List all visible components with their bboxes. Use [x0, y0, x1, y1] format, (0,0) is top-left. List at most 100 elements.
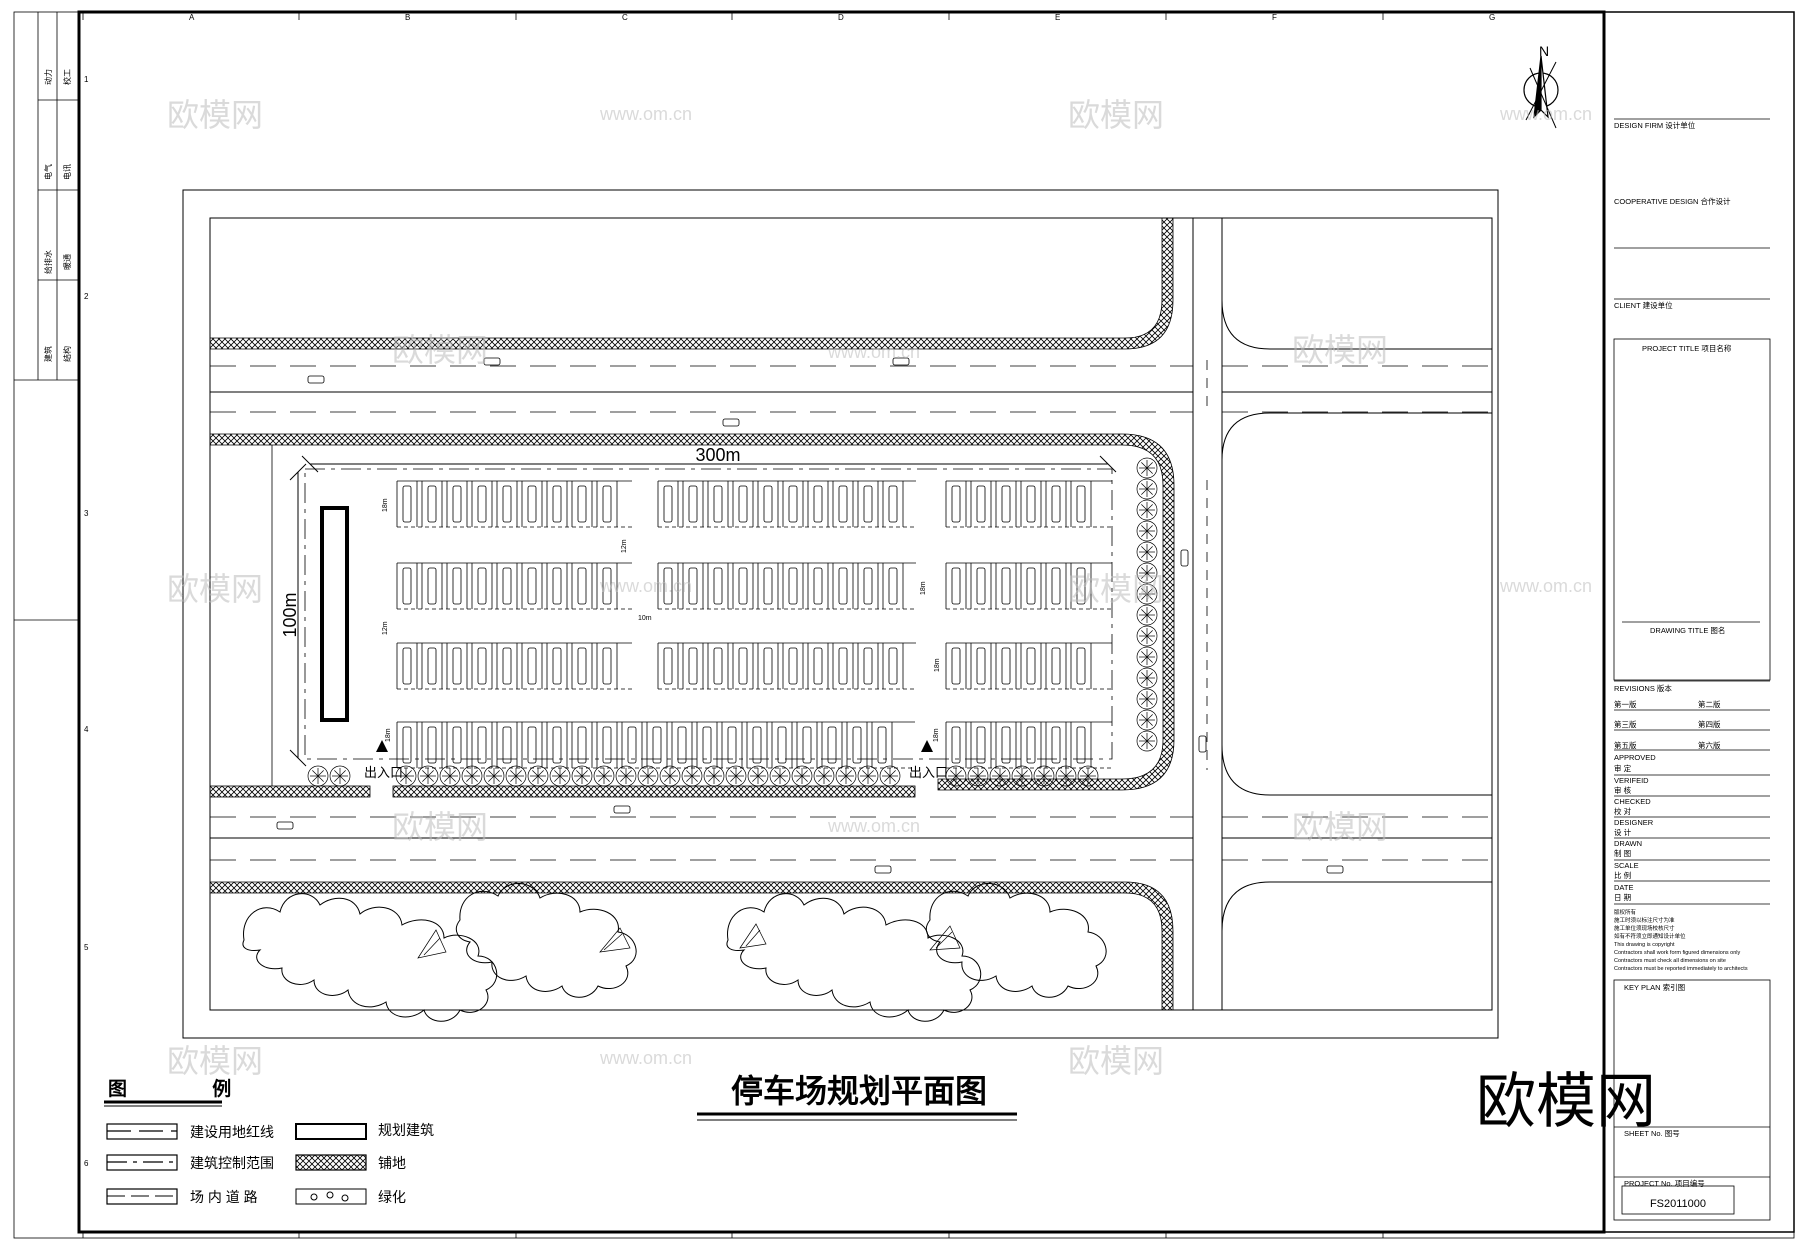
watermarks: 欧模网 www.om.cn 欧模网 www.om.cn 欧模网 www.om.c… [167, 97, 1656, 1135]
parking-row [657, 480, 916, 528]
legend: 图 例 建设用地红线 建筑控制范围 场 内 道 路 规划建筑 铺地 绿化 [104, 1077, 434, 1205]
parking-stall [970, 722, 992, 768]
watermark-url: www.om.cn [827, 342, 920, 362]
tree-lines [307, 457, 1158, 787]
title-block-designer-cn: 设 计 [1614, 827, 1632, 837]
parking-stall [396, 563, 418, 609]
aisle-width-dim: 12m [382, 621, 389, 635]
parking-stall [857, 481, 879, 527]
parking-stall [621, 722, 643, 768]
title-block-drawn-cn: 制 图 [1614, 848, 1631, 858]
parking-stall [945, 643, 967, 689]
grid-col-label: G [1489, 13, 1495, 22]
title-block-note: Contractors must check all dimensions on… [1614, 958, 1726, 964]
paving-strip-lot-south-left [209, 785, 371, 798]
legend-swatch-red-line [106, 1123, 178, 1140]
tree-symbol-icon [857, 765, 879, 787]
margin-strip [14, 12, 79, 621]
parking-row [396, 562, 632, 610]
legend-label: 建设用地红线 [190, 1124, 274, 1140]
tree-symbol-icon [1136, 478, 1158, 500]
paving-strip-bottom [209, 881, 1174, 1011]
title-block-note: Contractors must be reported immediately… [1614, 966, 1748, 972]
landscape-green-areas [242, 883, 1107, 1022]
grid-row-label: 4 [84, 725, 89, 734]
parking-row [396, 480, 632, 528]
tree-symbol-icon [593, 765, 615, 787]
title-block-scale-cn: 比 例 [1614, 870, 1631, 880]
title-block-project-no: PROJECT No. 项目编号 [1624, 1178, 1705, 1188]
title-block-sheet-no: SHEET No. 图号 [1624, 1129, 1680, 1138]
parking-stall [995, 563, 1017, 609]
parking-stall [446, 643, 468, 689]
parking-stall [782, 563, 804, 609]
parking-stall [1070, 563, 1092, 609]
grid-col-label: B [405, 13, 410, 22]
parking-stall [882, 481, 904, 527]
tree-symbol-icon [703, 765, 725, 787]
parking-stall [970, 481, 992, 527]
parking-stall [571, 563, 593, 609]
margin-label: 暖通 [62, 254, 72, 270]
tree-symbol-icon [1136, 562, 1158, 584]
title-block-rev: 第四版 [1698, 719, 1721, 729]
parking-stall [945, 563, 967, 609]
title-block-scale: SCALE [1614, 861, 1639, 870]
tree-symbol-icon [1136, 457, 1158, 479]
parking-row [657, 562, 916, 610]
title-block: DESIGN FIRM 设计单位 COOPERATIVE DESIGN 合作设计… [1613, 118, 1771, 1221]
title-block-project-title: PROJECT TITLE 项目名称 [1642, 343, 1732, 353]
horizontal-roads [210, 218, 1492, 1010]
margin-labels: 动力 校工 电气 电讯 给排水 暖通 建筑 结构 [43, 69, 72, 362]
grid-row-label: 6 [84, 1159, 89, 1168]
paving-strip-top-left [209, 217, 1174, 350]
tree-symbol-icon [681, 765, 703, 787]
parking-stall [771, 722, 793, 768]
parking-row [945, 642, 1112, 690]
parking-stall [421, 722, 443, 768]
entrance-east: 出入口 [909, 740, 948, 780]
parking-stall [757, 481, 779, 527]
parking-stall [871, 722, 893, 768]
title-block-date: DATE [1614, 883, 1633, 892]
site-boundary-outer [182, 189, 1499, 1039]
tree-symbol-icon [1077, 765, 1099, 787]
parking-stall [832, 643, 854, 689]
parking-stall [446, 481, 468, 527]
parking-stall [796, 722, 818, 768]
parking-stall [657, 563, 679, 609]
tree-symbol-icon [1136, 499, 1158, 521]
parking-stall [857, 563, 879, 609]
entrance-arrow-icon [921, 740, 933, 752]
tree-symbol-icon [835, 765, 857, 787]
parking-stall [757, 563, 779, 609]
planned-building [320, 506, 349, 722]
parking-stall [970, 643, 992, 689]
title-block-rev: 第三版 [1614, 719, 1637, 729]
margin-label: 电气 [43, 164, 53, 180]
parking-stall [970, 563, 992, 609]
parking-stall [832, 481, 854, 527]
parking-row [945, 721, 1112, 769]
grid-col-label: A [189, 13, 195, 22]
site-plan: 300m 100m 18m 12m 18m 12m 10m 18m 18m 18… [182, 43, 1559, 1039]
entrance-west: 出入口 [364, 740, 403, 780]
parking-stall [721, 722, 743, 768]
dimension-lines [289, 455, 1117, 767]
watermark-url: www.om.cn [1499, 104, 1592, 124]
parking-stall [657, 643, 679, 689]
parking-row [396, 642, 632, 690]
parking-stall [546, 643, 568, 689]
tree-symbol-icon [1136, 625, 1158, 647]
parking-stall [945, 481, 967, 527]
parking-stall [746, 722, 768, 768]
parking-stall [882, 563, 904, 609]
parking-stall [682, 481, 704, 527]
legend-swatch-building [295, 1123, 367, 1140]
parking-row [396, 721, 915, 769]
parking-stall [1020, 563, 1042, 609]
tree-symbol-icon [747, 765, 769, 787]
watermark-logo: 欧模网 [1068, 1043, 1164, 1079]
parking-stall [1045, 722, 1067, 768]
title-block-verified: VERIFEID [1614, 776, 1649, 785]
